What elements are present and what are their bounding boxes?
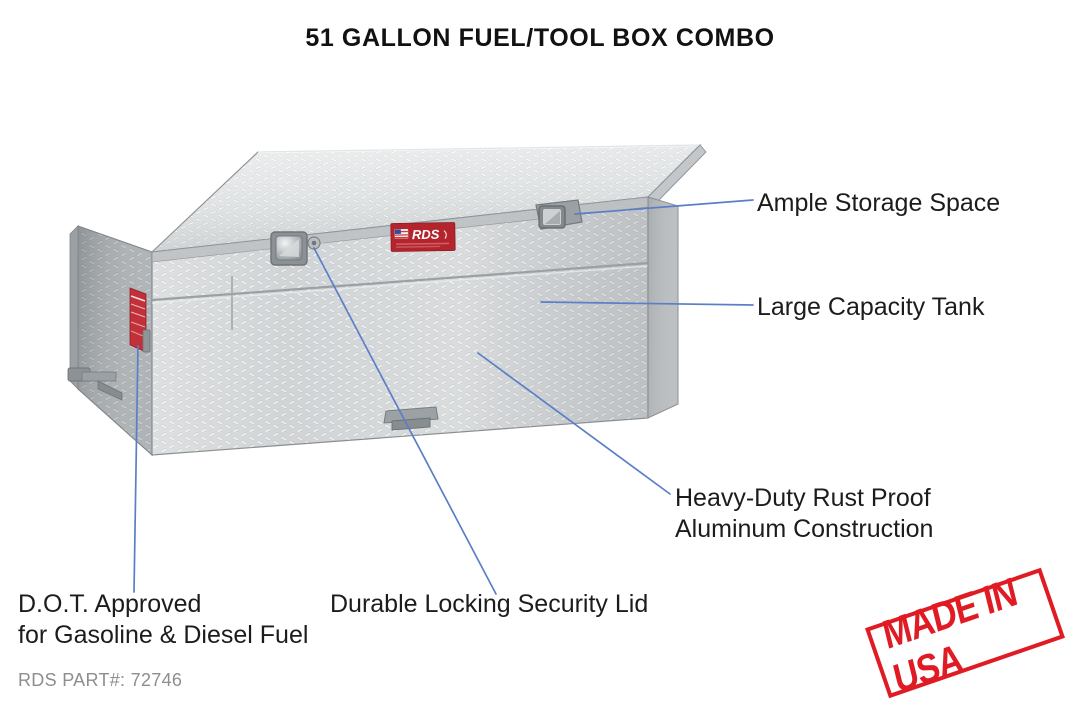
toolbox-lid xyxy=(150,143,702,263)
lid-left-latch[interactable] xyxy=(270,231,308,266)
made-in-usa-stamp: MADE IN USA xyxy=(865,567,1065,702)
svg-text:RDS: RDS xyxy=(412,227,440,242)
callout-dot-approved: D.O.T. Approved for Gasoline & Diesel Fu… xyxy=(18,590,309,649)
lid-right-end xyxy=(647,144,707,204)
tank-body-front xyxy=(151,196,649,456)
rds-decal: RDS xyxy=(390,222,456,252)
toolbox-right-end-panel xyxy=(647,196,679,419)
callout-ample-storage-space: Ample Storage Space xyxy=(757,189,1001,217)
lid-left-lock-cylinder[interactable] xyxy=(307,236,321,250)
body-seam xyxy=(151,261,649,304)
part-number: RDS PART#: 72746 xyxy=(18,670,183,690)
callout-durable-locking-security-lid: Durable Locking Security Lid xyxy=(330,590,649,618)
callout-heavy-duty-aluminum-construction: Heavy-Duty Rust Proof Aluminum Construct… xyxy=(675,484,934,543)
left-mounting-foot xyxy=(67,367,123,401)
bottom-center-bracket xyxy=(383,404,439,431)
made-in-usa-stamp-text: MADE IN USA xyxy=(878,569,1021,702)
leader-line-lid xyxy=(313,247,497,595)
callout-leader-lines xyxy=(133,199,754,595)
leader-line-aluminum xyxy=(477,352,671,495)
toolbox-left-end-panel xyxy=(69,225,153,457)
dot-warning-decal xyxy=(129,287,151,353)
leader-line-dot xyxy=(133,345,139,593)
leader-line-storage xyxy=(574,199,754,215)
leader-line-tank xyxy=(540,301,754,306)
page-title: 51 GALLON FUEL/TOOL BOX COMBO xyxy=(305,24,775,52)
lid-right-latch[interactable] xyxy=(535,199,583,230)
callout-large-capacity-tank: Large Capacity Tank xyxy=(757,293,985,321)
